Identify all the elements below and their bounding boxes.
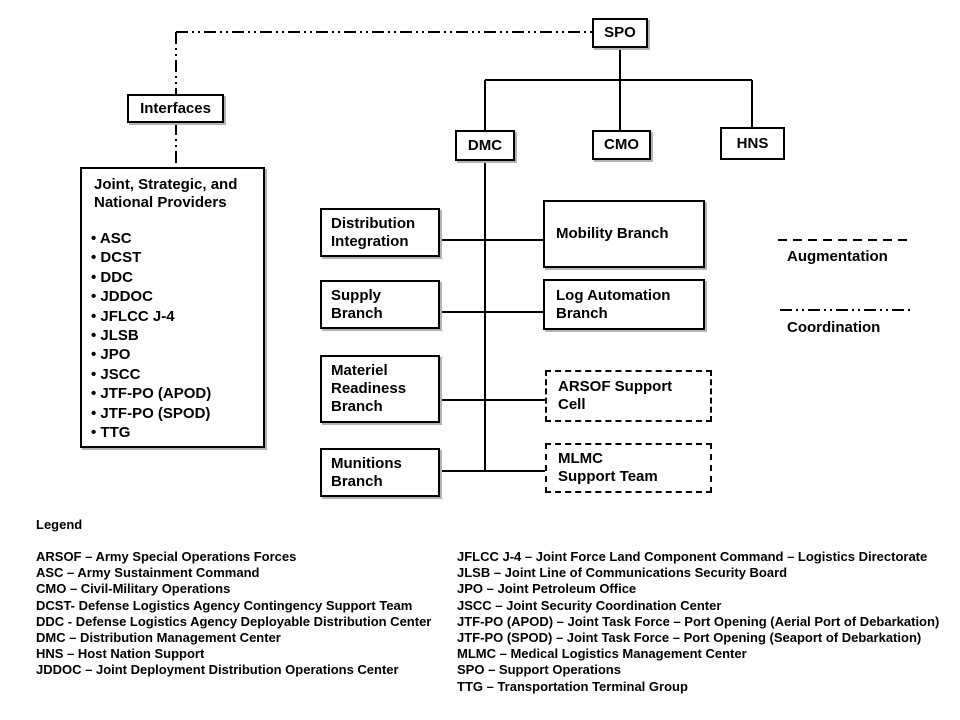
box-label-line: Branch [556, 304, 608, 322]
box-label-line: Branch [331, 304, 383, 322]
dmc-label: DMC [467, 136, 503, 154]
hns-label: HNS [736, 134, 769, 152]
interfaces-box: Interfaces [127, 94, 224, 123]
provider-item: • DDC [91, 268, 133, 286]
provider-item: • JTF-PO (SPOD) [91, 404, 211, 422]
box-label-line: Distribution [331, 214, 416, 232]
legend-entry: ARSOF – Army Special Operations Forces [36, 549, 297, 564]
provider-item: • JLSB [91, 327, 139, 345]
box-label-line: Mobility Branch [556, 225, 669, 242]
provider-item: • TTG [91, 424, 131, 442]
box-label-line: Support Team [558, 468, 658, 485]
provider-item: • DCST [91, 249, 142, 267]
spo-box: SPO [592, 18, 648, 48]
box-label-line: MLMC [558, 450, 603, 467]
munitions-branch-box: Munitions Branch [320, 448, 440, 497]
legend-entry: JTF-PO (APOD) – Joint Task Force – Port … [457, 613, 940, 629]
provider-item: • JFLCC J-4 [91, 307, 175, 325]
materiel-readiness-branch-box: Materiel Readiness Branch [320, 355, 440, 423]
mlmc-support-team-box: MLMC Support Team [545, 443, 712, 493]
providers-box: Joint, Strategic, and National Providers… [80, 167, 265, 448]
box-label-line: Branch [331, 398, 383, 415]
supply-branch-box: Supply Branch [320, 280, 440, 329]
box-label-line: Log Automation [556, 286, 671, 304]
legend-right-column: JFLCC J-4 – Joint Force Land Component C… [457, 549, 939, 695]
legend-entry: ASC – Army Sustainment Command [36, 565, 260, 581]
legend-entry: CMO – Civil-Military Operations [36, 581, 231, 597]
legend-entry: DCST- Defense Logistics Agency Contingen… [36, 597, 413, 613]
box-label-line: Munitions [331, 454, 402, 472]
legend-entry: JTF-PO (SPOD) – Joint Task Force – Port … [457, 630, 922, 646]
legend-title: Legend [36, 517, 83, 532]
key-augmentation-label: Augmentation [787, 248, 888, 265]
distribution-integration-box: Distribution Integration [320, 208, 440, 257]
box-label-line: Cell [558, 396, 586, 413]
legend-left-column: ARSOF – Army Special Operations Forces A… [36, 549, 431, 679]
legend-entry: DDC - Defense Logistics Agency Deployabl… [36, 613, 432, 629]
box-label-line: Materiel [331, 362, 388, 379]
legend-entry: HNS – Host Nation Support [36, 646, 205, 662]
spo-label: SPO [604, 24, 636, 41]
interfaces-label: Interfaces [140, 99, 211, 117]
dmc-box: DMC [455, 130, 515, 161]
legend-entry: SPO – Support Operations [457, 662, 621, 678]
legend-entry: JSCC – Joint Security Coordination Cente… [457, 597, 722, 613]
legend-entry: JPO – Joint Petroleum Office [457, 581, 637, 597]
hns-box: HNS [720, 127, 785, 160]
provider-item: • JSCC [91, 365, 141, 383]
legend-entry: JFLCC J-4 – Joint Force Land Component C… [457, 549, 928, 564]
legend-entry: MLMC – Medical Logistics Management Cent… [457, 646, 747, 662]
providers-title-line2: National Providers [94, 194, 227, 211]
providers-list: • ASC • DCST • DDC • JDDOC • JFLCC J-4 •… [91, 229, 263, 442]
box-label-line: Readiness [331, 380, 407, 397]
provider-item: • JTF-PO (APOD) [91, 385, 212, 403]
providers-title: Joint, Strategic, and National Providers [94, 176, 263, 212]
legend-entry: JLSB – Joint Line of Communications Secu… [457, 565, 788, 581]
box-label-line: ARSOF Support [558, 378, 673, 395]
box-label-line: Branch [331, 472, 383, 490]
legend-entry: DMC – Distribution Management Center [36, 630, 281, 646]
arsof-support-cell-box: ARSOF Support Cell [545, 370, 712, 422]
box-label-line: Integration [331, 232, 409, 250]
cmo-label: CMO [604, 136, 639, 153]
cmo-box: CMO [592, 130, 651, 160]
box-label-line: Supply [331, 286, 382, 304]
provider-item: • JPO [91, 346, 131, 364]
legend-entry: JDDOC – Joint Deployment Distribution Op… [36, 662, 399, 678]
provider-item: • JDDOC [91, 288, 153, 306]
mobility-branch-box: Mobility Branch [543, 200, 705, 268]
legend-entry: TTG – Transportation Terminal Group [457, 678, 688, 694]
key-coordination-label: Coordination [787, 319, 881, 336]
providers-title-line1: Joint, Strategic, and [94, 176, 238, 193]
log-automation-branch-box: Log Automation Branch [543, 279, 705, 330]
provider-item: • ASC [91, 230, 132, 247]
